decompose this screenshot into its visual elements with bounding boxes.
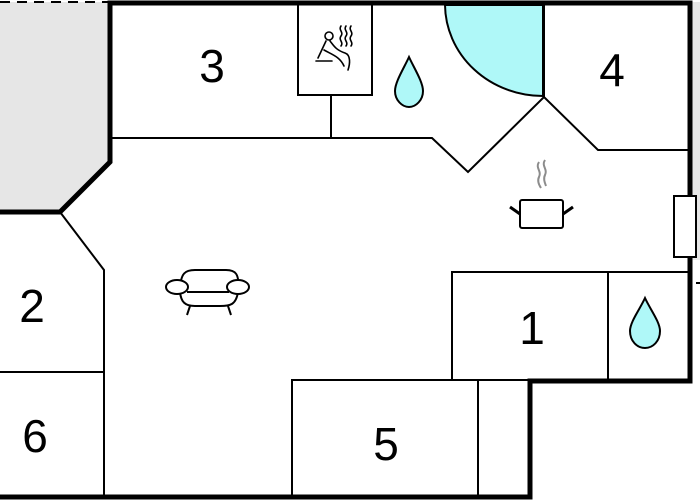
room-label-4: 4 — [599, 44, 625, 96]
exterior-area-left — [0, 2, 110, 212]
room-label-3: 3 — [199, 40, 225, 92]
sauna-icon — [315, 25, 353, 71]
sofa-icon — [165, 269, 250, 316]
room-label-2: 2 — [19, 280, 45, 332]
room-label-1: 1 — [519, 302, 545, 354]
water-drop-icon — [393, 54, 425, 109]
exterior-area-right — [690, 2, 700, 260]
water-drop-icon — [628, 295, 662, 350]
room-label-5: 5 — [373, 418, 399, 470]
outer-wall — [0, 0, 693, 215]
shower-quarter-circle — [443, 4, 544, 98]
window — [673, 195, 697, 258]
cooking-pot-icon — [509, 159, 574, 229]
interior-walls — [0, 3, 690, 497]
room-label-6: 6 — [22, 410, 48, 462]
